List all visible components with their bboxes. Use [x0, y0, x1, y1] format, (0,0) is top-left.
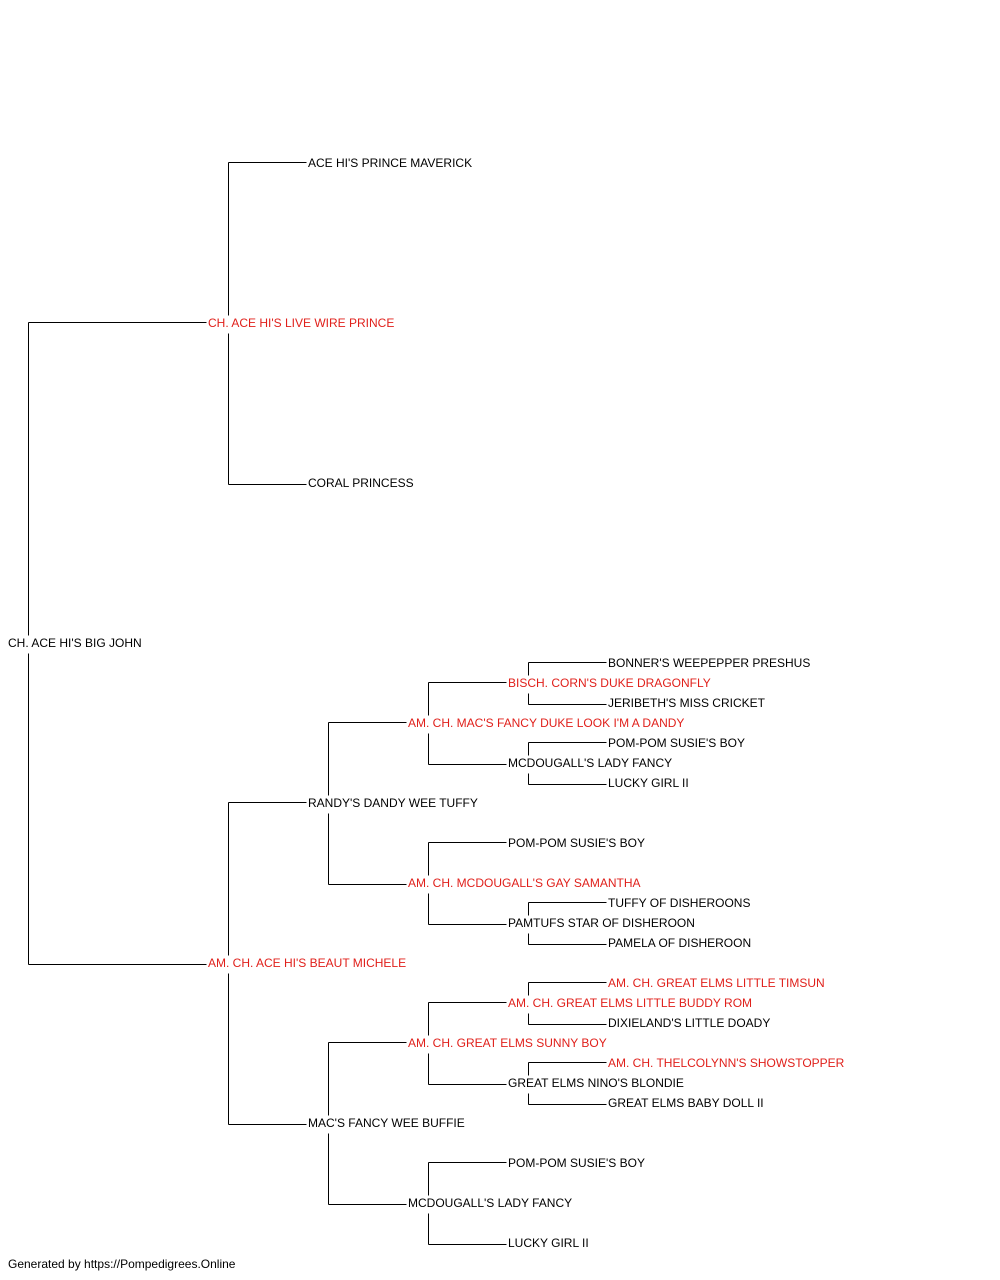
footer-credit: Generated by https://Pompedigrees.Online [8, 1257, 236, 1271]
dam-sire-dam-sire-name: POM-POM SUSIE'S BOY [508, 836, 645, 850]
sire-sire-name: ACE HI'S PRINCE MAVERICK [308, 156, 473, 170]
dam-dam-sire-sire-dam-name: DIXIELAND'S LITTLE DOADY [608, 1016, 771, 1030]
dam-name: AM. CH. ACE HI'S BEAUT MICHELE [208, 956, 407, 970]
dam-sire-dam-dam-name: PAMTUFS STAR OF DISHEROON [508, 916, 695, 930]
dam-sire-dam-name: AM. CH. MCDOUGALL'S GAY SAMANTHA [408, 876, 641, 890]
dam-dam-dam-sire-name: POM-POM SUSIE'S BOY [508, 1156, 645, 1170]
dam-dam-dam-name: MCDOUGALL'S LADY FANCY [408, 1196, 573, 1210]
dam-sire-sire-sire-name: BISCH. CORN'S DUKE DRAGONFLY [508, 676, 711, 690]
dam-sire-sire-sire-sire-name: BONNER'S WEEPEPPER PRESHUS [608, 656, 811, 670]
dam-dam-sire-sire-name: AM. CH. GREAT ELMS LITTLE BUDDY ROM [508, 996, 753, 1010]
dam-sire-sire-name: AM. CH. MAC'S FANCY DUKE LOOK I'M A DAND… [408, 716, 685, 730]
dam-dam-sire-dam-dam-name: GREAT ELMS BABY DOLL II [608, 1096, 764, 1110]
dam-sire-sire-sire-dam-name: JERIBETH'S MISS CRICKET [608, 696, 765, 710]
dam-sire-sire-dam-name: MCDOUGALL'S LADY FANCY [508, 756, 673, 770]
sire-name: CH. ACE HI'S LIVE WIRE PRINCE [208, 316, 395, 330]
dam-sire-name: RANDY'S DANDY WEE TUFFY [308, 796, 478, 810]
sire-dam-name: CORAL PRINCESS [308, 476, 414, 490]
dam-dam-dam-dam-name: LUCKY GIRL II [508, 1236, 589, 1250]
dam-sire-dam-dam-dam-name: PAMELA OF DISHEROON [608, 936, 752, 950]
dam-dam-name: MAC'S FANCY WEE BUFFIE [308, 1116, 465, 1130]
subject-name: CH. ACE HI'S BIG JOHN [8, 636, 142, 650]
dam-sire-sire-dam-sire-name: POM-POM SUSIE'S BOY [608, 736, 745, 750]
dam-sire-sire-dam-dam-name: LUCKY GIRL II [608, 776, 689, 790]
dam-dam-sire-sire-sire-name: AM. CH. GREAT ELMS LITTLE TIMSUN [608, 976, 825, 990]
dam-dam-sire-name: AM. CH. GREAT ELMS SUNNY BOY [408, 1036, 607, 1050]
dam-sire-dam-dam-sire-name: TUFFY OF DISHEROONS [608, 896, 751, 910]
dam-dam-sire-dam-name: GREAT ELMS NINO'S BLONDIE [508, 1076, 684, 1090]
dam-dam-sire-dam-sire-name: AM. CH. THELCOLYNN'S SHOWSTOPPER [608, 1056, 845, 1070]
